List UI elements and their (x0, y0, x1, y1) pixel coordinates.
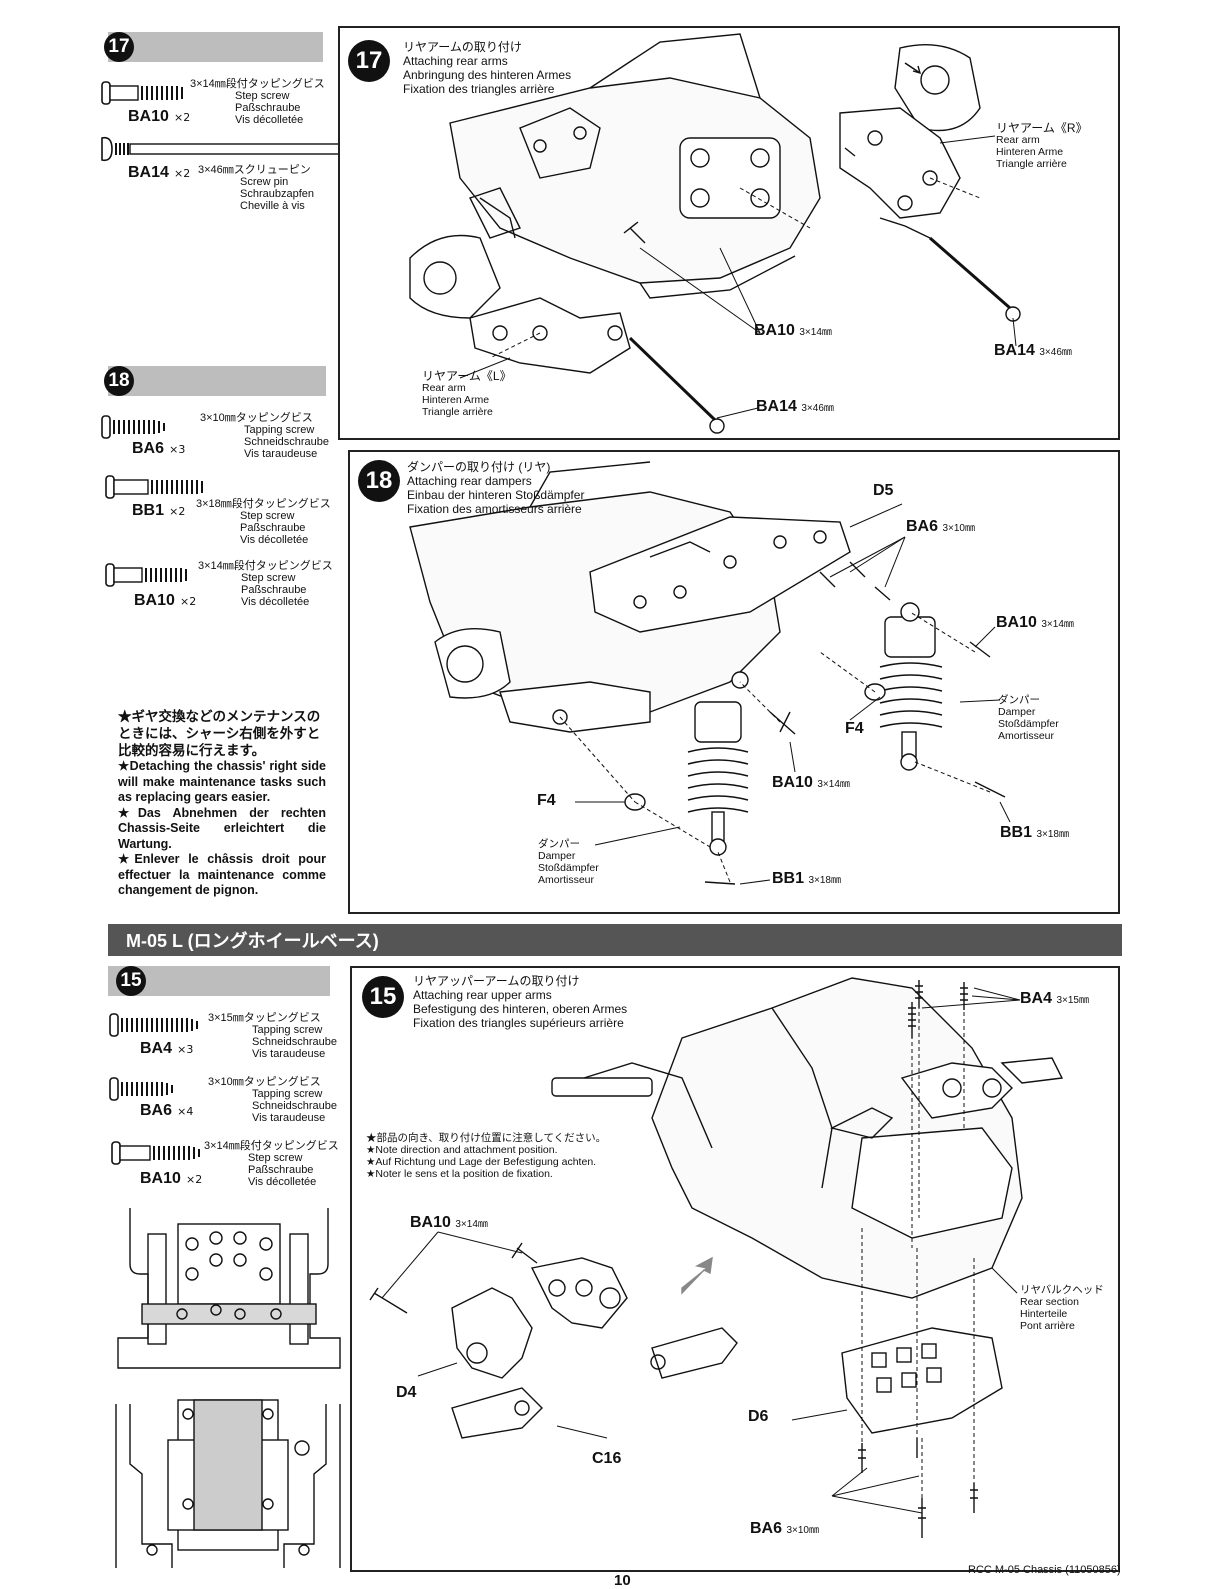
part-ba6-desc: 3×10㎜タッピングビス Tapping screw Schneidschrau… (200, 412, 330, 460)
step18-assembly-drawing (409, 461, 1011, 885)
part-ba10-label: BA10 ×2 (140, 1170, 203, 1187)
chassis-top-view-drawing (115, 1208, 341, 1568)
part-ba14-label: BA14 ×2 (128, 164, 191, 181)
f4-callout-left: F4 (537, 792, 556, 809)
part-ba6-label: BA6 ×4 (140, 1102, 194, 1119)
step18-panel (348, 450, 1120, 914)
part-ba6-desc: 3×10㎜タッピングビス Tapping screw Schneidschrau… (208, 1076, 338, 1124)
f4-callout-right: F4 (845, 720, 864, 737)
d5-callout: D5 (873, 482, 894, 499)
page-number: 10 (614, 1572, 631, 1589)
tapping-screw-icon (101, 415, 165, 439)
bb1-callout-bottom: BB1 3×18㎜ (772, 870, 841, 887)
ba10-callout: BA10 3×14㎜ (410, 1214, 488, 1231)
step17-title: リヤアームの取り付け Attaching rear arms Anbringun… (403, 40, 572, 96)
part-ba10-label: BA10 ×2 (134, 592, 197, 609)
bb1-callout-right: BB1 3×18㎜ (1000, 824, 1069, 841)
ba6-callout: BA6 3×10㎜ (750, 1520, 819, 1537)
document-id: RCC M-05 Chassis (11050856) (968, 1564, 1121, 1576)
part-ba6-label: BA6 ×3 (132, 440, 186, 457)
step18-title: ダンパーの取り付け (リヤ) Attaching rear dampers Ei… (407, 460, 585, 516)
maintenance-note: ★ギヤ交換などのメンテナンスのときには、シャーシ右側を外すと比較的容易に行えます… (118, 709, 326, 897)
step15-caution-note: ★部品の向き、取り付け位置に注意してください。 ★Note direction … (366, 1132, 607, 1180)
ba10-callout-right: BA10 3×14㎜ (996, 614, 1074, 631)
tapping-screw-icon (109, 1013, 198, 1037)
ba14-callout-right: BA14 3×46㎜ (994, 342, 1072, 359)
part-ba4-label: BA4 ×3 (140, 1040, 194, 1057)
part-bb1-label: BB1 ×2 (132, 502, 186, 519)
tapping-screw-icon (109, 1077, 173, 1101)
rear-arm-l-label: リヤアーム《L》 Rear arm Hinteren Arme Triangle… (422, 369, 512, 418)
part-ba10-desc: 3×14㎜段付タッピングビス Step screw Paßschraube Vi… (204, 1140, 339, 1188)
step-screw-icon (105, 475, 203, 499)
damper-label-left: ダンパー Damper Stoßdämpfer Amortisseur (538, 838, 599, 886)
ba14-callout-bottom: BA14 3×46㎜ (756, 398, 834, 415)
d6-callout: D6 (748, 1408, 769, 1425)
step15-number-badge: 15 (116, 966, 146, 996)
step-screw-icon (111, 1141, 200, 1165)
step15-title: リヤアッパーアームの取り付け Attaching rear upper arms… (413, 974, 628, 1030)
c16-callout: C16 (592, 1450, 622, 1467)
ba10-callout-mid: BA10 3×14㎜ (772, 774, 850, 791)
part-ba14-desc: 3×46㎜スクリューピン Screw pin Schraubzapfen Che… (198, 164, 314, 212)
ba6-callout: BA6 3×10㎜ (906, 518, 975, 535)
step17-panel-number: 17 (348, 40, 390, 82)
part-ba10-desc: 3×14㎜段付タッピングビス Step screw Paßschraube Vi… (198, 560, 333, 608)
ba10-callout: BA10 3×14㎜ (754, 322, 832, 339)
part-ba10-desc: 3×14㎜段付タッピングビス Step screw Paßschraube Vi… (190, 78, 325, 126)
step15-panel-number: 15 (362, 976, 404, 1018)
m05l-section-banner: M-05 L (ロングホイールベース) (108, 924, 1122, 956)
screw-pin-icon (101, 136, 355, 162)
rear-section-label: リヤバルクヘッド Rear section Hinterteile Pont a… (1020, 1284, 1104, 1332)
step17-number-badge: 17 (104, 32, 134, 62)
d4-callout: D4 (396, 1384, 417, 1401)
ba4-callout: BA4 3×15㎜ (1020, 990, 1089, 1007)
part-ba4-desc: 3×15㎜タッピングビス Tapping screw Schneidschrau… (208, 1012, 338, 1060)
damper-label-right: ダンパー Damper Stoßdämpfer Amortisseur (998, 694, 1059, 742)
part-ba10-label: BA10 ×2 (128, 108, 191, 125)
rear-arm-r-label: リヤアーム《R》 Rear arm Hinteren Arme Triangle… (996, 121, 1088, 170)
step17-panel (338, 26, 1120, 440)
step18-number-badge: 18 (104, 366, 134, 396)
part-bb1-desc: 3×18㎜段付タッピングビス Step screw Paßschraube Vi… (196, 498, 331, 546)
step-screw-icon (101, 81, 183, 105)
step18-panel-number: 18 (358, 460, 400, 502)
step15-assembly-drawing (369, 977, 1064, 1538)
step18-parts-header (108, 366, 326, 396)
step17-parts-header (108, 32, 323, 62)
step17-assembly-drawing (409, 33, 1021, 434)
step-screw-icon (105, 563, 187, 587)
step15-panel (350, 966, 1120, 1572)
